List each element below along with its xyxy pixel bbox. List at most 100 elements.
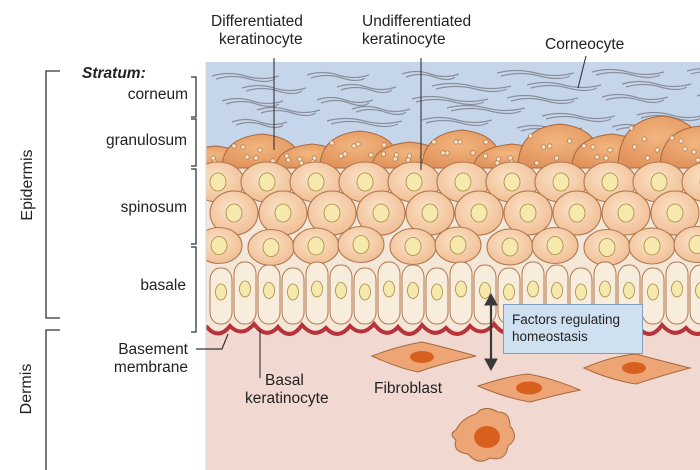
corneum-label: corneum <box>128 86 188 104</box>
cell-nucleus <box>432 284 443 300</box>
cell-nucleus <box>240 281 251 297</box>
basement-membrane-label: Basement membrane <box>114 341 188 377</box>
layer-brackets <box>46 71 60 470</box>
granule <box>211 156 215 160</box>
cell-nucleus <box>528 281 539 297</box>
factors-box: Factors regulating homeostasis <box>503 304 643 354</box>
cell-nucleus <box>602 173 618 191</box>
stratum-label: Stratum: <box>82 65 146 83</box>
cell-nucleus <box>264 283 275 299</box>
cell-nucleus <box>553 173 569 191</box>
cell-nucleus <box>308 173 324 191</box>
granule <box>692 150 696 154</box>
granule <box>679 139 683 143</box>
granule <box>591 145 595 149</box>
cell-nucleus <box>455 173 471 191</box>
strata-brackets <box>191 77 196 332</box>
cell-nucleus <box>576 284 587 300</box>
cell-nucleus <box>422 204 438 222</box>
cell-nucleus <box>312 281 323 297</box>
granule <box>528 134 532 138</box>
cell-nucleus <box>569 204 585 222</box>
granule <box>241 145 245 149</box>
granule <box>352 144 356 148</box>
granule <box>595 155 599 159</box>
corneocyte-label: Corneocyte <box>545 36 624 54</box>
cell-nucleus <box>504 284 515 300</box>
granule <box>642 137 646 141</box>
cell-nucleus <box>644 237 660 255</box>
granule <box>582 144 586 148</box>
granule <box>471 151 475 155</box>
spinosum-layer <box>192 162 700 266</box>
cell-nucleus <box>672 281 683 297</box>
cell-nucleus <box>336 283 347 299</box>
cell-nucleus <box>502 238 518 256</box>
cell-nucleus <box>450 236 466 254</box>
granule <box>441 151 445 155</box>
granule <box>339 154 343 158</box>
cell-nucleus <box>226 204 242 222</box>
granule <box>286 158 290 162</box>
cell-nucleus <box>373 204 389 222</box>
cell-nucleus <box>504 173 520 191</box>
granule <box>406 158 410 162</box>
dermis-label: Dermis <box>18 354 36 424</box>
cell-nucleus <box>288 284 299 300</box>
granule <box>696 158 700 162</box>
cell-nucleus <box>480 283 491 299</box>
granule <box>670 136 674 140</box>
cell-nucleus <box>324 204 340 222</box>
cell-nucleus <box>210 173 226 191</box>
granule <box>548 144 552 148</box>
granule <box>343 152 347 156</box>
granule <box>382 143 386 147</box>
cell-nucleus <box>471 204 487 222</box>
cell-nucleus <box>384 281 395 297</box>
cell-nucleus <box>667 204 683 222</box>
granule <box>432 140 436 144</box>
granule <box>604 156 608 160</box>
granule <box>258 148 262 152</box>
granule <box>541 145 545 149</box>
granulosum-label: granulosum <box>106 132 187 150</box>
granule <box>483 154 487 158</box>
granule <box>655 148 659 152</box>
granule <box>632 145 636 149</box>
cell-nucleus <box>275 204 291 222</box>
cell-nucleus <box>408 283 419 299</box>
granule <box>369 153 373 157</box>
cell-nucleus <box>405 238 421 256</box>
cell-nucleus <box>406 173 422 191</box>
granule <box>454 140 458 144</box>
granule <box>393 157 397 161</box>
fibroblast-label: Fibroblast <box>374 380 442 398</box>
granule <box>330 141 334 145</box>
granule <box>232 144 236 148</box>
cell-nucleus <box>520 204 536 222</box>
granule <box>254 156 258 160</box>
spinosum-label: spinosum <box>121 199 187 217</box>
cell-nucleus <box>547 237 563 255</box>
cell-nucleus <box>353 236 369 254</box>
cell-nucleus <box>211 237 227 255</box>
cell-nucleus <box>216 284 227 300</box>
granule <box>508 156 512 160</box>
granule <box>683 147 687 151</box>
granule <box>186 156 190 160</box>
granule <box>567 139 571 143</box>
cell-nucleus <box>456 281 467 297</box>
granule <box>245 155 249 159</box>
granule <box>484 140 488 144</box>
cell-nucleus <box>552 283 563 299</box>
granule <box>199 161 203 165</box>
granule <box>381 152 385 156</box>
cell-nucleus <box>357 173 373 191</box>
cell-nucleus <box>263 239 279 257</box>
cell-nucleus <box>599 239 615 257</box>
cell-nucleus <box>648 284 659 300</box>
basale-label: basale <box>140 277 186 295</box>
granule <box>554 156 558 160</box>
undifferentiated-label: Undifferentiated keratinocyte <box>362 13 471 49</box>
granule <box>629 126 633 130</box>
